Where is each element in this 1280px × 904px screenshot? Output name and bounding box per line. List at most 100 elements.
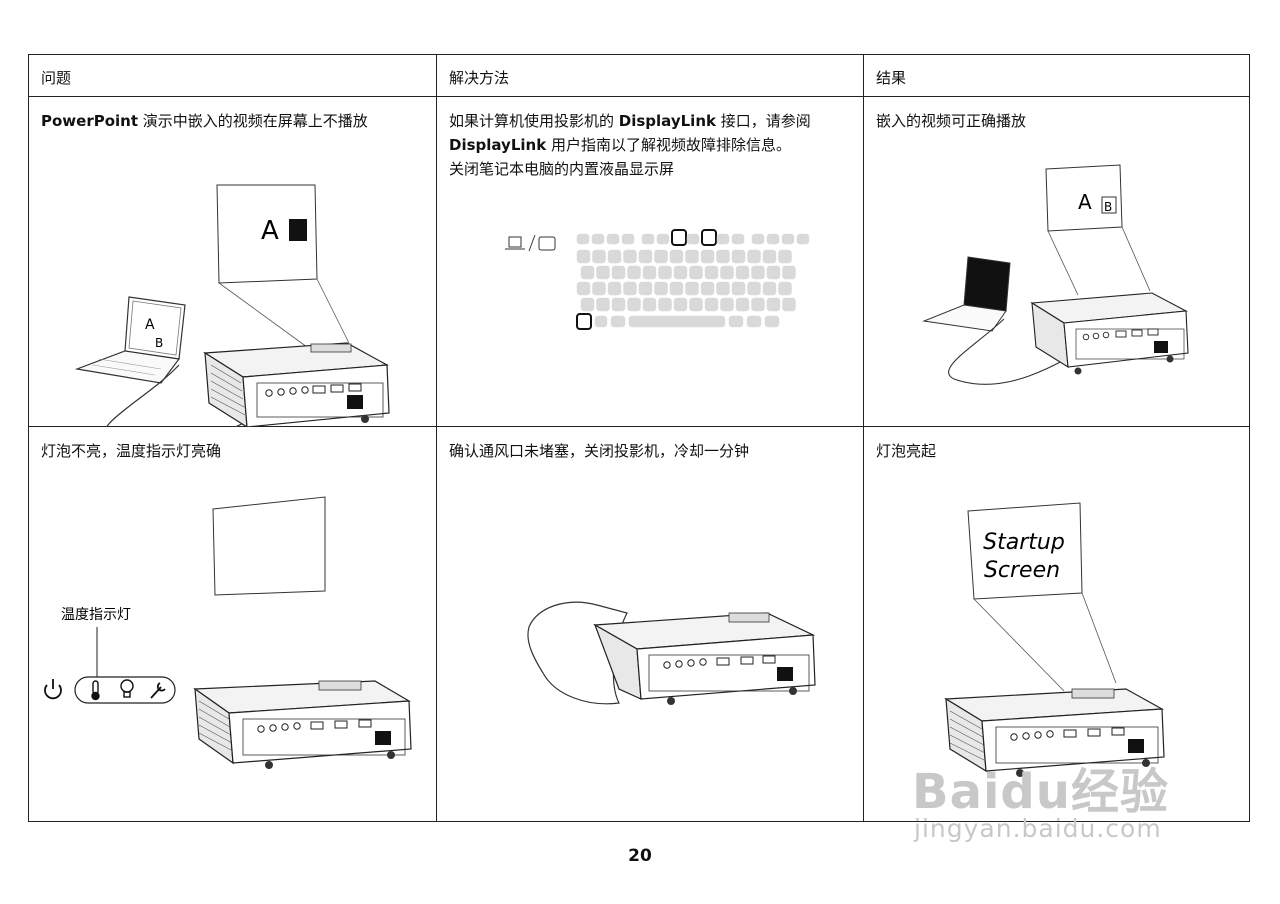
keyboard-key (654, 281, 668, 296)
keyboard-key (669, 281, 684, 296)
troubleshooting-table: 问题 解决方法 结果 PowerPoint 演示中嵌入的视频在屏幕上不播放 A … (28, 53, 1250, 822)
problem-cell: 灯泡不亮，温度指示灯亮确 温度指示灯 (28, 426, 437, 822)
keyboard-key (782, 265, 796, 280)
keyboard-key (781, 233, 795, 245)
keyboard-key (685, 249, 699, 264)
keyboard-key (751, 233, 765, 245)
solution-cell: 确认通风口未堵塞，关闭投影机，冷却一分钟 (436, 426, 864, 822)
projector-indicator-illustration: 温度指示灯 (44, 496, 412, 770)
keyboard-illustration (505, 229, 810, 331)
keyboard-key (700, 249, 715, 264)
keyboard-key (592, 281, 606, 296)
black-box-icon (289, 219, 307, 242)
keyboard-key (638, 281, 653, 296)
solution-text: 如果计算机使用投影机的 DisplayLink 接口，请参阅 DisplayLi… (449, 112, 811, 179)
keyboard-key (576, 233, 590, 245)
keyboard-key (704, 265, 719, 280)
svg-text:B: B (155, 336, 163, 350)
screen-letter-a: A (261, 216, 279, 246)
keyboard-key (580, 265, 595, 280)
svg-text:A: A (145, 317, 155, 333)
keyboard-key (751, 297, 765, 312)
result-cell: 嵌入的视频可正确播放 A B (863, 96, 1250, 428)
fn-key-highlight (576, 313, 592, 331)
solution-text: 确认通风口未堵塞，关闭投影机，冷却一分钟 (449, 442, 750, 461)
keyboard-key (731, 281, 746, 296)
keyboard-key (700, 281, 715, 296)
laptop-projector-result-illustration: A B (922, 164, 1189, 386)
keyboard-key (576, 249, 591, 264)
temp-indicator-label: 温度指示灯 (61, 607, 131, 623)
startup-text-line1: Startup (983, 530, 1065, 555)
keyboard-key (731, 249, 746, 264)
keyboard-key (576, 281, 591, 296)
solution-cell: 如果计算机使用投影机的 DisplayLink 接口，请参阅 DisplayLi… (436, 96, 864, 428)
keyboard-key (596, 265, 610, 280)
keyboard-key (747, 249, 761, 264)
keyboard-key (594, 315, 608, 328)
projector-startup-illustration: Startup Screen (944, 502, 1165, 778)
startup-text-line2: Screen (984, 558, 1060, 583)
keyboard-key (641, 233, 655, 245)
keyboard-key (656, 233, 670, 245)
problem-text: PowerPoint 演示中嵌入的视频在屏幕上不播放 (41, 112, 368, 131)
keyboard-key (606, 233, 620, 245)
keyboard-key (607, 249, 622, 264)
keyboard-key (642, 265, 657, 280)
header-row: 问题 解决方法 结果 (28, 53, 1250, 98)
keyboard-key (731, 233, 745, 245)
keyboard-key (638, 249, 653, 264)
keyboard-key (686, 233, 700, 245)
keyboard-key (611, 297, 626, 312)
keyboard-key (751, 265, 765, 280)
keyboard-key (689, 297, 703, 312)
keyboard-key (716, 233, 730, 245)
keyboard-key (689, 265, 703, 280)
problem-cell: PowerPoint 演示中嵌入的视频在屏幕上不播放 A A B (28, 96, 437, 428)
function-key-highlight (701, 229, 717, 247)
keyboard-key (766, 297, 781, 312)
keyboard-key (669, 249, 684, 264)
table-row: 灯泡不亮，温度指示灯亮确 温度指示灯 (28, 426, 1250, 822)
keyboard-key (592, 249, 606, 264)
keyboard-key (654, 249, 668, 264)
display-toggle-icon (505, 234, 556, 252)
header-solution: 解决方法 (436, 53, 864, 98)
keyboard-key (766, 265, 781, 280)
keyboard-key (658, 265, 672, 280)
keyboard-key (747, 281, 761, 296)
keyboard-key (778, 249, 792, 264)
keyboard-key (762, 249, 777, 264)
keyboard-key (591, 233, 605, 245)
keyboard-key (782, 297, 796, 312)
keyboard-key (778, 281, 792, 296)
keyboard-key (623, 281, 637, 296)
power-icon (44, 679, 62, 700)
result-cell: 灯泡亮起 Startup Screen (863, 426, 1250, 822)
keyboard-key (766, 233, 780, 245)
keyboard-key (658, 297, 672, 312)
keyboard-key (716, 249, 730, 264)
page-number: 20 (628, 846, 652, 866)
svg-text:B: B (1104, 200, 1112, 214)
keyboard-key (610, 315, 626, 328)
keyboard-key (704, 297, 719, 312)
result-text: 灯泡亮起 (876, 442, 937, 461)
keyboard-key (764, 315, 780, 328)
function-key-highlight (671, 229, 687, 247)
keyboard-key (746, 315, 762, 328)
keyboard-key (728, 315, 744, 328)
projector-vent-blocked-illustration (527, 602, 816, 706)
keyboard-key (623, 249, 637, 264)
keyboard-key (720, 297, 734, 312)
keyboard-key (621, 233, 635, 245)
keyboard-key (611, 265, 626, 280)
thermometer-icon (91, 680, 100, 701)
lamp-icon (120, 679, 134, 699)
problem-text: 灯泡不亮，温度指示灯亮确 (41, 442, 222, 461)
keyboard-key (642, 297, 657, 312)
keyboard-key (735, 297, 750, 312)
keyboard-key (580, 297, 595, 312)
header-problem: 问题 (28, 53, 437, 98)
keyboard-key (627, 297, 641, 312)
